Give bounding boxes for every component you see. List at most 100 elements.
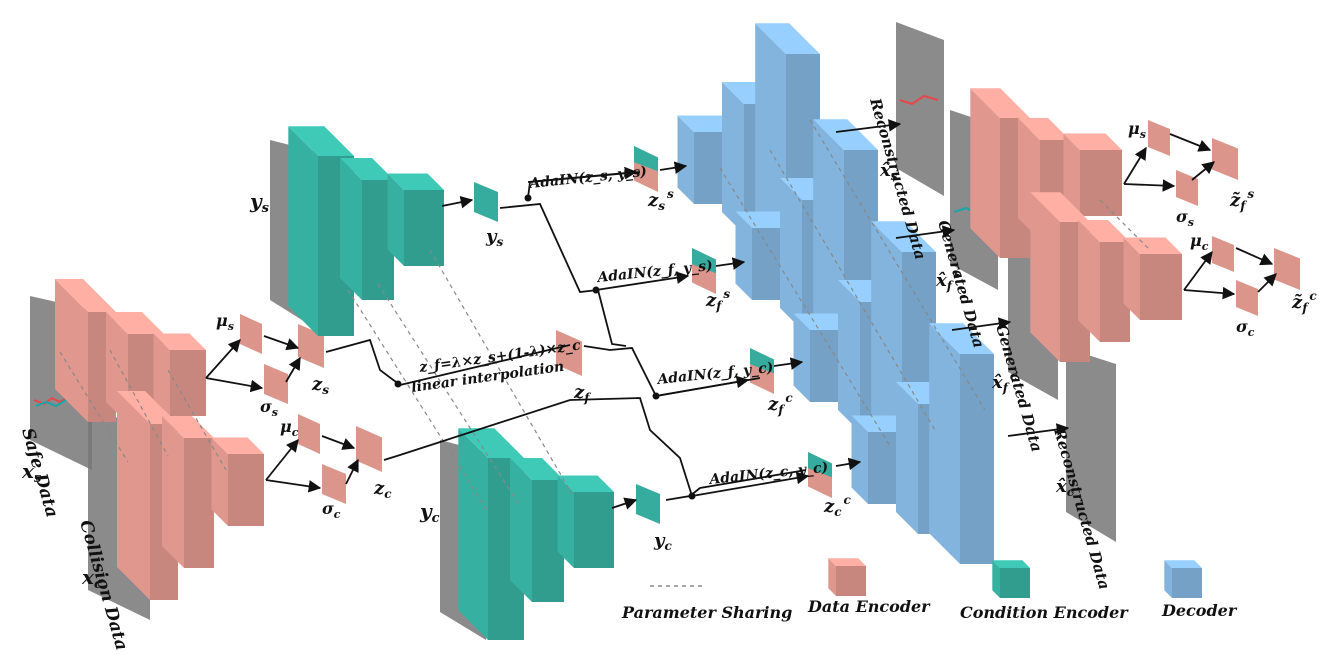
share-line-dec-2 bbox=[769, 149, 936, 431]
arrow-enc-s-to-mu bbox=[205, 339, 241, 379]
ys-condition-vector bbox=[474, 182, 498, 222]
route-yc bbox=[665, 469, 807, 501]
mu-c-right-vector bbox=[1212, 236, 1234, 272]
xc-input-label: xc bbox=[81, 565, 102, 592]
condition-encoder-c-3-top bbox=[557, 475, 614, 492]
legend-decoder-swatch-front bbox=[1172, 568, 1202, 598]
legend-parameter-sharing-label: Parameter Sharing bbox=[621, 603, 792, 622]
junction-dot bbox=[524, 194, 532, 202]
legend-condition-encoder-label: Condition Encoder bbox=[960, 603, 1129, 622]
arrow-to-dec1 bbox=[659, 161, 688, 174]
mu-s-right-vector bbox=[1148, 120, 1170, 156]
yc-vector-label: yc bbox=[653, 530, 672, 553]
data-encoder-right-s-3 bbox=[1063, 133, 1122, 216]
arrow-dec2-out bbox=[895, 225, 956, 239]
adain-label-1: AdaIN(z_s, y_s) bbox=[527, 164, 648, 192]
arrow-sigma-s-to-zs bbox=[285, 356, 301, 383]
zfs-vector-bar-top bbox=[692, 248, 716, 274]
sigma-c-label: σc bbox=[322, 499, 341, 521]
data-encoder-right-c-3 bbox=[1123, 237, 1182, 320]
mu-s-right-label: μs bbox=[1128, 119, 1146, 141]
zfc-label: zfc bbox=[767, 391, 793, 417]
ztilde-c-vector-bar bbox=[1274, 248, 1300, 290]
sigma-s-right-vector-bar bbox=[1176, 170, 1198, 206]
arrow-mu-c-to-zc bbox=[321, 435, 356, 450]
labels: Safe Data xs Collision Data xc μs σs zs … bbox=[17, 95, 1317, 653]
legend-data-encoder-swatch-top bbox=[828, 558, 866, 566]
arrow-to-dec2 bbox=[715, 257, 746, 270]
condition-encoder-s-2-top bbox=[340, 158, 394, 180]
data-encoder-right-s-1-top bbox=[970, 88, 1030, 118]
zf-vector bbox=[556, 330, 582, 376]
sigma-c-right-label: σc bbox=[1236, 317, 1255, 339]
data-encoder-right-c-3-side bbox=[1123, 237, 1140, 320]
arrow-cond-c-to-yc bbox=[611, 497, 638, 510]
data-encoder-safe-3-front bbox=[170, 350, 206, 416]
ztilde-s-vector bbox=[1212, 138, 1238, 180]
ys-left-label: ys bbox=[249, 189, 270, 216]
arrow-dec3-out bbox=[951, 317, 1012, 331]
data-encoder-right-s-1-side bbox=[970, 88, 1000, 258]
decoder-c-3 bbox=[929, 323, 994, 564]
mu-c-label: μc bbox=[280, 417, 299, 439]
legend-decoder-swatch-side bbox=[1164, 560, 1172, 598]
sigma-c-right-vector-bar bbox=[1236, 280, 1258, 316]
sigma-s-right-vector bbox=[1176, 170, 1198, 206]
data-encoder-right-c-1-top bbox=[1030, 192, 1090, 222]
condition-encoder-s-3 bbox=[387, 173, 444, 266]
zss-label: zss bbox=[647, 187, 674, 213]
decoder-fs-1-side bbox=[735, 211, 752, 300]
sigma-c-vector bbox=[322, 464, 346, 504]
xhat-fs-label: x̂fs bbox=[935, 267, 961, 293]
condition-encoder-c-3-front bbox=[574, 492, 614, 568]
data-encoder-safe-3 bbox=[153, 333, 206, 416]
legend-condition-encoder-swatch-side bbox=[992, 560, 1000, 598]
decoder-c-3-side bbox=[929, 323, 960, 564]
arrow-to-dec4 bbox=[835, 457, 862, 471]
share-line-dec-1 bbox=[719, 167, 891, 447]
share-line-right-enc bbox=[1099, 199, 1151, 251]
zcc-vector-bar-top bbox=[808, 452, 832, 478]
arrow-mu-s-to-zs bbox=[263, 335, 300, 351]
data-encoder-collision-3-side bbox=[211, 437, 228, 526]
arrow-renc-c-to-sigma bbox=[1183, 286, 1236, 300]
xhat-s-label: x̂s bbox=[879, 160, 898, 183]
decoder-fc-2-side bbox=[838, 280, 860, 432]
zcc-label: zcc bbox=[823, 493, 852, 519]
junction-dot bbox=[394, 380, 402, 388]
ys-vector-label: ys bbox=[485, 226, 503, 249]
mu-s-vector-bar bbox=[240, 314, 262, 354]
share-line-cond-2 bbox=[377, 283, 521, 507]
zs-label: zs bbox=[311, 374, 329, 397]
zc-label: zc bbox=[373, 478, 392, 501]
arrow-adain2 bbox=[595, 271, 690, 291]
arrow-mu-sr-to-zt bbox=[1169, 133, 1212, 152]
share-line-dec-3 bbox=[809, 119, 986, 411]
data-encoder-collision-3-top bbox=[211, 437, 264, 454]
ztilde-c-label: z̃fc bbox=[1291, 289, 1317, 315]
arrow-adain3 bbox=[655, 375, 750, 397]
yc-left-label: yc bbox=[419, 499, 440, 526]
data-encoder-right-c-2-side bbox=[1078, 220, 1100, 342]
arrow-adain4 bbox=[691, 471, 810, 497]
recon-top-panel bbox=[896, 22, 944, 196]
mu-c-right-vector-bar bbox=[1212, 236, 1234, 272]
zfs-vector bbox=[692, 248, 716, 294]
zf-label: zf bbox=[573, 382, 591, 405]
legend-decoder-swatch-top bbox=[1164, 560, 1202, 568]
share-line-data-enc-3 bbox=[167, 369, 227, 471]
data-encoder-collision-2 bbox=[162, 416, 214, 568]
arrow-cond-s-to-ys bbox=[441, 196, 474, 209]
yc-condition-vector-bar bbox=[636, 484, 660, 524]
ztilde-s-vector-bar bbox=[1212, 138, 1238, 180]
zc-vector-bar bbox=[356, 426, 382, 472]
data-encoder-right-s-3-side bbox=[1063, 133, 1080, 216]
condition-encoder-s-2 bbox=[340, 158, 394, 300]
xhat-fc-label: x̂fc bbox=[991, 369, 1018, 395]
network-blocks bbox=[55, 23, 1300, 640]
condition-encoder-s-1-top bbox=[288, 126, 354, 156]
junction-dots bbox=[394, 194, 696, 500]
mu-c-right-label: μc bbox=[1190, 231, 1209, 253]
condition-encoder-c-2 bbox=[510, 458, 564, 602]
condition-encoder-c-3 bbox=[557, 475, 614, 568]
